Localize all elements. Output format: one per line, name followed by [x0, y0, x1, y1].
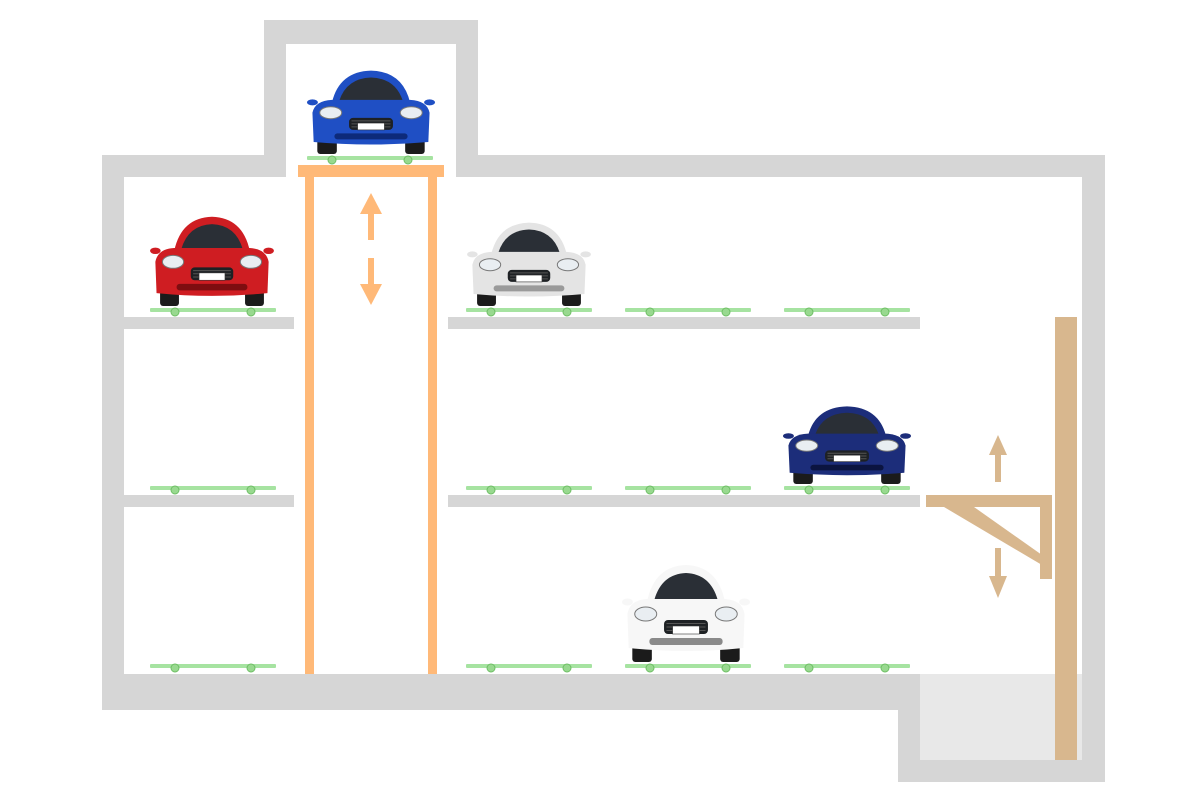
mini-car — [150, 216, 274, 306]
parking-tray — [466, 663, 592, 673]
parking-tray — [150, 663, 276, 673]
lift-platform — [298, 165, 444, 177]
vertical-lift — [298, 165, 444, 674]
down-arrow — [360, 258, 382, 305]
parking-tray — [466, 307, 592, 317]
side-crane — [926, 317, 1077, 760]
crane-arm — [926, 495, 1052, 507]
top-tower-roof — [264, 20, 478, 44]
parking-tray — [784, 485, 910, 495]
ground-floor-slab — [102, 674, 920, 710]
porsche-car — [621, 565, 751, 662]
left-outer-wall — [102, 155, 124, 710]
crane-mast — [1055, 317, 1077, 760]
main-roof-left — [102, 155, 286, 177]
parking-tray — [784, 307, 910, 317]
beetle-car — [467, 222, 591, 306]
parking-trays — [150, 155, 910, 673]
top-tower-left-wall — [264, 20, 286, 156]
parking-tray — [784, 663, 910, 673]
main-roof-right — [456, 155, 1105, 177]
pit-left-wall — [898, 674, 920, 782]
floor-left-upper — [124, 317, 294, 329]
parked-cars — [150, 70, 912, 662]
floor-right-middle — [448, 495, 920, 507]
bmw-car — [782, 406, 912, 484]
up-arrow — [989, 435, 1007, 482]
top-tower-right-wall — [456, 20, 478, 156]
parking-tray — [625, 663, 751, 673]
right-outer-wall — [1082, 155, 1105, 782]
lift-right-rail — [428, 176, 437, 674]
down-arrow — [989, 548, 1007, 598]
pit-floor — [898, 760, 1105, 782]
crane-brace — [944, 507, 1042, 565]
parking-tray — [625, 307, 751, 317]
floor-left-middle — [124, 495, 294, 507]
lift-left-rail — [305, 176, 314, 674]
lexus-car — [306, 70, 436, 154]
parking-tray — [150, 307, 276, 317]
crane-carriage — [1040, 495, 1052, 579]
up-arrow — [360, 193, 382, 240]
parking-tray — [466, 485, 592, 495]
floor-right-upper — [448, 317, 920, 329]
parking-tray — [307, 155, 433, 165]
parking-tray — [150, 485, 276, 495]
parking-tray — [625, 485, 751, 495]
